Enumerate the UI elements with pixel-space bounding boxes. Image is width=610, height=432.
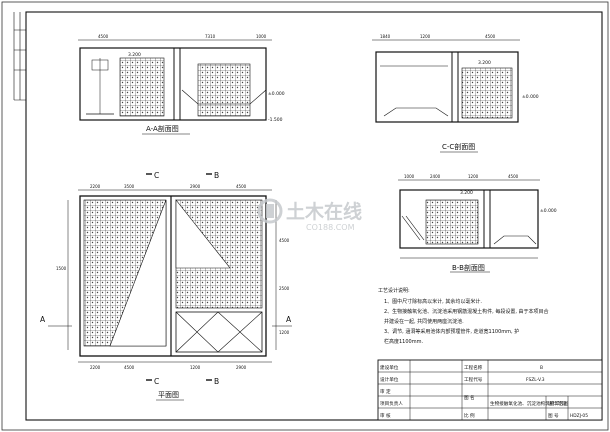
plan-view: 2200 3500 2900 4500 C B A A 4500 2500 12… <box>40 171 292 401</box>
plan-dim-right-2: 2500 <box>279 286 290 291</box>
title-block: 建设单位 设计单位 审 定 项目负责人 审 核 工程名称 B 工程代号 FSZL… <box>377 359 603 421</box>
bb-elev-1: 3.200 <box>460 190 473 196</box>
tb-label-scale: 比 例 <box>464 412 475 419</box>
aa-dim-3: 1000 <box>256 34 267 39</box>
watermark-brand: 土木在线 <box>286 200 362 223</box>
binding-margin <box>13 12 26 101</box>
tb-label-project-no: 工程代号 <box>464 376 483 383</box>
aa-media-right <box>197 63 251 117</box>
bb-elev-0: ±0.000 <box>540 208 557 214</box>
bb-media <box>425 199 479 245</box>
plan-dim-right-3: 1200 <box>279 330 290 335</box>
cc-title: C-C剖面图 <box>442 142 475 151</box>
plan-section-mark-c-top: C <box>154 171 159 180</box>
tb-project-no: FSZL-V.3 <box>526 377 545 383</box>
design-notes: 工艺设计说明: 1、图中尺寸除标高以米计, 其余均以毫米计. 2、生物接触氧化池… <box>378 287 549 345</box>
tb-label-drawing-no: 图 号 <box>548 413 559 419</box>
bb-dim-4: 4500 <box>508 174 519 179</box>
cc-dim-3: 4500 <box>485 34 496 39</box>
tb-label-project-lead: 项目负责人 <box>380 400 403 407</box>
plan-dim-bottom-3: 1200 <box>190 365 201 370</box>
tb-label-approved: 审 定 <box>380 388 391 395</box>
tb-project-name: B <box>540 365 543 371</box>
tb-label-project-name: 工程名称 <box>464 364 483 371</box>
tb-label-checked: 审 核 <box>380 412 391 419</box>
plan-dim-left-1: 1500 <box>56 266 67 271</box>
aa-dim-2: 7310 <box>205 34 216 39</box>
bb-title: B-B剖面图 <box>452 263 485 272</box>
bb-dim-2: 2400 <box>430 174 441 179</box>
tb-label-drawing-name: 图 名 <box>464 394 475 401</box>
cc-elev-0: ±0.000 <box>522 94 539 100</box>
cc-dim-2: 1200 <box>420 34 431 39</box>
tb-drawing-no: HDZJ-05 <box>570 413 588 419</box>
plan-dim-top-3: 2900 <box>190 184 201 189</box>
tb-label-stage: 设计阶段 <box>548 400 567 407</box>
notes-item-5: 栏高度1100mm. <box>384 338 423 345</box>
plan-dim-bottom-2: 4500 <box>124 365 135 370</box>
section-bb-view: 1000 2400 1200 4500 ±0.000 3.200 B-B剖面图 <box>398 174 557 273</box>
cc-media <box>461 67 513 119</box>
aa-tank-outline <box>79 47 267 121</box>
bb-tank-outline <box>399 189 539 249</box>
watermark: 土木在线 CO188.COM <box>257 198 362 232</box>
aa-elev-1: -1.500 <box>268 117 283 123</box>
aa-media-left <box>119 57 165 117</box>
plan-dim-right-1: 4500 <box>279 238 290 243</box>
plan-dim-top-4: 4500 <box>236 184 247 189</box>
notes-item-2: 2、生物接触氧化池、沉淀池采用钢筋混凝土构件, 每段设置, 由于本项目合 <box>384 308 549 315</box>
notes-item-3: 并建设在一起, 共同使用两座沉淀池. <box>384 318 464 325</box>
tb-label-client: 建设单位 <box>380 364 399 371</box>
notes-heading: 工艺设计说明: <box>378 287 410 294</box>
plan-outline <box>79 195 267 357</box>
plan-section-mark-c-bottom: C <box>154 377 159 386</box>
aa-title: A-A剖面图 <box>146 124 179 133</box>
plan-section-mark-a-left: A <box>40 315 46 324</box>
plan-section-mark-a-right: A <box>286 315 292 324</box>
aa-dim-1: 4500 <box>98 34 109 39</box>
plan-sedimentation-zone <box>175 311 263 353</box>
tb-label-designer: 设计单位 <box>380 376 399 383</box>
bb-dim-1: 1000 <box>404 174 415 179</box>
section-cc-view: 1840 1200 4500 ±0.000 3.200 C-C剖面图 <box>372 34 539 153</box>
watermark-logo-icon <box>257 198 283 224</box>
plan-dim-top-1: 2200 <box>90 184 101 189</box>
cc-tank-outline <box>375 51 519 123</box>
aa-elev-0: ±0.000 <box>268 91 285 97</box>
notes-item-4: 3、调节, 涵洞等采用池体内部预埋管件, 走道宽1100mm, 护 <box>384 328 519 335</box>
section-aa-view: 4500 7310 1000 ±0.000 -1.500 3.200 A-A剖面… <box>78 34 285 135</box>
plan-section-mark-b-top: B <box>214 171 219 180</box>
plan-section-mark-b-bottom: B <box>214 377 219 386</box>
notes-item-1: 1、图中尺寸除标高以米计, 其余均以毫米计. <box>384 298 482 305</box>
tb-drawing-title: 生物接触氧化池、沉淀池构筑物工艺图 <box>490 400 569 407</box>
aa-elev-2: 3.200 <box>128 52 141 58</box>
plan-dim-top-2: 3500 <box>124 184 135 189</box>
cc-dim-1: 1840 <box>380 34 391 39</box>
plan-title: 平面图 <box>158 391 179 399</box>
drawing-inner-frame <box>25 11 603 421</box>
bb-dim-3: 1200 <box>468 174 479 179</box>
plan-dim-bottom-1: 2200 <box>90 365 101 370</box>
watermark-url: CO188.COM <box>306 223 355 232</box>
plan-dim-bottom-4: 2900 <box>236 365 247 370</box>
cc-elev-1: 3.200 <box>478 60 491 66</box>
